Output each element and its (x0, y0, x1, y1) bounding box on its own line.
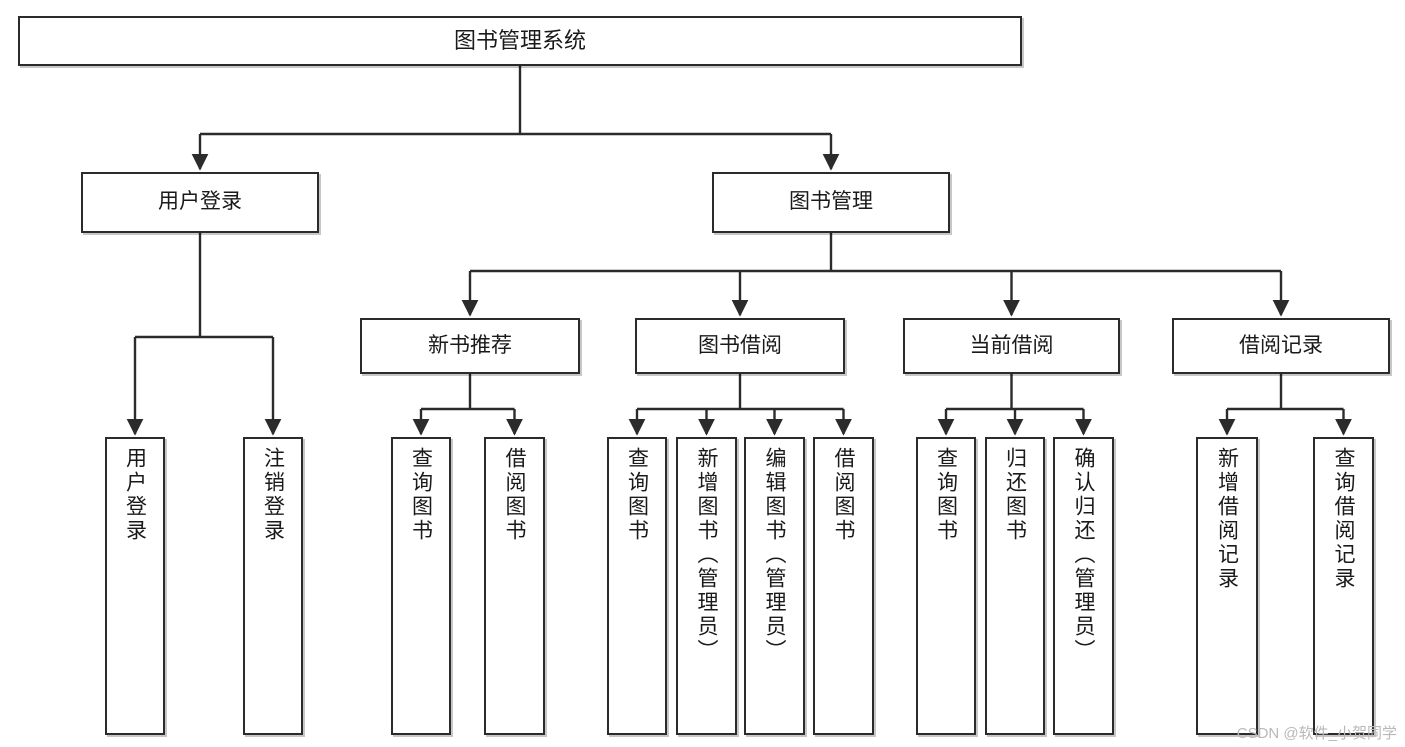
node-label: 借阅图书 (832, 447, 855, 543)
node-label: 新增借阅记录 (1215, 447, 1239, 591)
node-label: 查询图书 (409, 447, 433, 543)
leaf-add-record[interactable]: 新增借阅记录 (1196, 437, 1258, 735)
node-label: 查询图书 (625, 447, 649, 543)
node-label: 新书推荐 (428, 333, 512, 357)
node-book-borrow[interactable]: 图书借阅 (635, 318, 845, 374)
node-label: 图书借阅 (698, 333, 782, 357)
leaf-confirm-return[interactable]: 确认归还（管理员） (1053, 437, 1114, 735)
node-label: 确认归还（管理员） (1072, 447, 1095, 663)
node-label: 查询图书 (934, 447, 958, 543)
leaf-query-book-1[interactable]: 查询图书 (391, 437, 451, 735)
node-current-borrow[interactable]: 当前借阅 (903, 318, 1120, 374)
node-label: 编辑图书（管理员） (763, 447, 786, 663)
leaf-edit-book[interactable]: 编辑图书（管理员） (744, 437, 805, 735)
node-label: 图书管理系统 (453, 28, 586, 54)
node-label: 归还图书 (1003, 447, 1027, 543)
leaf-add-book[interactable]: 新增图书（管理员） (676, 437, 737, 735)
node-label: 用户登录 (123, 447, 147, 543)
leaf-query-book-2[interactable]: 查询图书 (607, 437, 667, 735)
node-label: 当前借阅 (969, 333, 1054, 357)
leaf-user-logout[interactable]: 注销登录 (243, 437, 303, 735)
leaf-return-book[interactable]: 归还图书 (985, 437, 1045, 735)
leaf-borrow-book-1[interactable]: 借阅图书 (484, 437, 545, 735)
node-label: 注销登录 (261, 447, 285, 543)
node-new-book-rec[interactable]: 新书推荐 (360, 318, 580, 374)
leaf-user-login[interactable]: 用户登录 (105, 437, 165, 735)
node-label: 查询借阅记录 (1332, 447, 1355, 591)
leaf-borrow-book-2[interactable]: 借阅图书 (813, 437, 874, 735)
watermark: CSDN @软件_小贺同学 (1236, 725, 1397, 742)
node-label: 借阅记录 (1239, 333, 1323, 357)
node-label: 借阅图书 (503, 447, 526, 543)
node-user-login[interactable]: 用户登录 (81, 172, 319, 233)
node-label: 用户登录 (158, 190, 242, 214)
node-root[interactable]: 图书管理系统 (18, 16, 1022, 66)
leaf-query-book-3[interactable]: 查询图书 (916, 437, 976, 735)
leaf-query-record[interactable]: 查询借阅记录 (1313, 437, 1374, 735)
node-label: 新增图书（管理员） (695, 447, 718, 663)
node-label: 图书管理 (789, 190, 873, 214)
node-borrow-record[interactable]: 借阅记录 (1172, 318, 1390, 374)
node-book-admin[interactable]: 图书管理 (712, 172, 950, 233)
